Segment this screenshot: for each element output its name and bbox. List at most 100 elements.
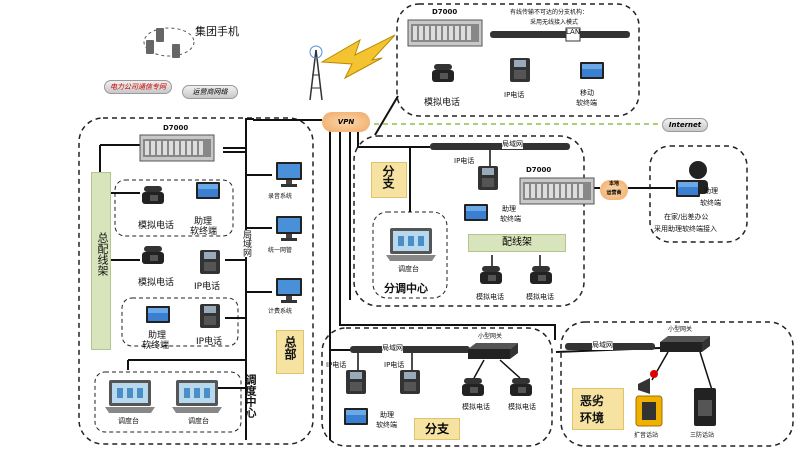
branch1-analog-phone-2-label: 模拟电话 [526,293,554,301]
branch2-gateway-icon [468,343,518,359]
harsh-env-label-1: 恶劣 [580,394,605,408]
hq-assist-label-1: 助理 [194,217,213,227]
branch1-assist-label-2: 软终端 [500,215,521,223]
harsh-env-badge [572,388,624,430]
branch2-analog-phone-2-icon [510,378,532,396]
branch2-ip-phone-1-icon [346,370,366,394]
wireless-ip-phone-icon [510,58,530,82]
wireless-d7000-icon [407,19,483,47]
wireless-branch-region [396,3,640,117]
hq-d7000-icon [139,134,215,162]
hq-badge [276,330,304,374]
harsh-gateway-label: 小型网关 [668,326,693,333]
hq-dispatch-group [94,371,242,433]
wireless-note-line-2: 采用无线接入模式 [530,19,579,26]
harsh-lan-label: 局域网 [592,340,613,350]
harsh-env-label-2: 环境 [580,411,605,425]
group-phone-label: 集团手机 [195,25,239,38]
branch1-label: 分支 [381,165,395,189]
hq-ip-phone-1-label: IP电话 [194,282,221,292]
hq-analog-phone-1-icon [142,186,164,204]
record-system-pc-icon [276,162,302,187]
branch2-gateway-label: 小型网关 [478,333,503,340]
remote-note-line-2: 采用助理软终端接入 [654,225,717,233]
nms-pc-icon [276,216,302,241]
branch2-analog-phone-2-label: 模拟电话 [508,403,536,411]
branch1-lan-bar [430,143,570,150]
hq-lan-label: 局域网 [240,230,253,257]
wireless-softphone-label-1: 移动 [580,89,594,97]
wireless-analog-phone-icon [432,64,454,82]
billing-pc-icon [276,278,302,303]
branch1-d7000-label: D7000 [526,166,552,174]
wireless-tablet-icon [580,62,604,79]
branch1-dispatch-laptop-icon [386,228,436,261]
branch1-analog-phone-2-icon [530,266,552,284]
lan-label: LAN [566,28,581,36]
hq-dispatch-laptop-1-icon [105,380,155,413]
branch2-lan-label: 局域网 [382,343,403,353]
branch2-lan-bar [350,346,470,353]
hq-assist-label-2: 软终端 [190,227,218,237]
branch2-ip-phone-2-icon [400,370,420,394]
sub-dispatch-center-label: 分调中心 [384,282,428,295]
hq-dispatch-desk-2-label: 调度台 [188,417,209,425]
branch2-assist-label-2: 软终端 [376,421,397,429]
hq-analog-phone-2-label: 模拟电话 [138,278,175,288]
remote-tablet-icon [676,180,700,197]
broadcast-phone-label: 扩音话站 [634,432,659,439]
remote-assist-label-2: 软终端 [700,199,721,207]
wireless-softphone-label-2: 软终端 [576,99,597,107]
record-system-label: 录音系统 [268,193,293,200]
hq-dispatch-center-label: 调度中心 [244,374,257,418]
hq-softphone-ip-group [121,297,239,347]
power-network-badge: 电力公司通信专网 [104,80,172,94]
remote-assist-label-1: 助理 [704,187,718,195]
wireless-lan-bar [490,31,630,38]
branch2-assist-label-1: 助理 [380,411,394,419]
hq-assist2-label-1: 助理 [148,331,167,341]
wireless-note-line-1: 有线传输不可达的分支机构： [510,9,589,16]
group-phone-cluster [143,27,195,57]
local-carrier-label-2: 运营商 [606,190,622,196]
loudspeaker-icon [638,370,658,394]
wireless-d7000-label: D7000 [432,8,458,16]
hq-assist-tablet-icon [196,182,220,199]
hq-dispatch-laptop-2-icon [172,380,222,413]
hq-tablet-2-icon [146,306,170,323]
hq-analog-phone-1-label: 模拟电话 [138,221,175,231]
mobile-phone-icons [146,28,180,58]
branch1-ip-phone-icon [478,166,498,190]
carrier-network-badge: 运营商网络 [182,85,238,99]
distribution-frame: 配线架 [468,234,566,252]
branch1-badge [371,162,407,198]
harsh-environment-region [560,321,794,447]
vpn-cloud: VPN [322,112,370,132]
headquarters-region [78,117,314,445]
branch2-ip-phone-2-label: IP电话 [384,361,405,369]
wireless-ip-phone-label: IP电话 [504,91,525,99]
local-carrier-cloud: 本地运营商 [600,180,628,200]
branch2-label: 分支 [414,418,460,440]
remote-user-region [649,145,748,243]
branch1-d7000-icon [519,177,595,205]
hq-dispatch-desk-1-label: 调度台 [118,417,139,425]
branch2-analog-phone-1-icon [462,378,484,396]
internet-badge: Internet [662,118,708,132]
wireless-link-icon [320,34,396,80]
main-distribution-frame [91,172,111,350]
branch1-tablet-icon [464,204,488,221]
hq-ip-phone-1-icon [200,250,220,274]
wireless-analog-phone-label: 模拟电话 [424,98,461,108]
harsh-gateway-icon [660,336,710,352]
billing-label: 计费系统 [268,308,293,315]
branch2-tablet-icon [344,408,368,425]
sub-dispatch-desk-label: 调度台 [398,265,419,273]
hq-analog-phone-2-icon [142,246,164,264]
branch1-analog-phone-1-icon [480,266,502,284]
branch2-ip-phone-1-label: IP电话 [326,361,347,369]
hq-d7000-label: D7000 [163,124,189,132]
hq-assist2-label-2: 软终端 [142,341,170,351]
branch-region-2 [321,327,553,447]
